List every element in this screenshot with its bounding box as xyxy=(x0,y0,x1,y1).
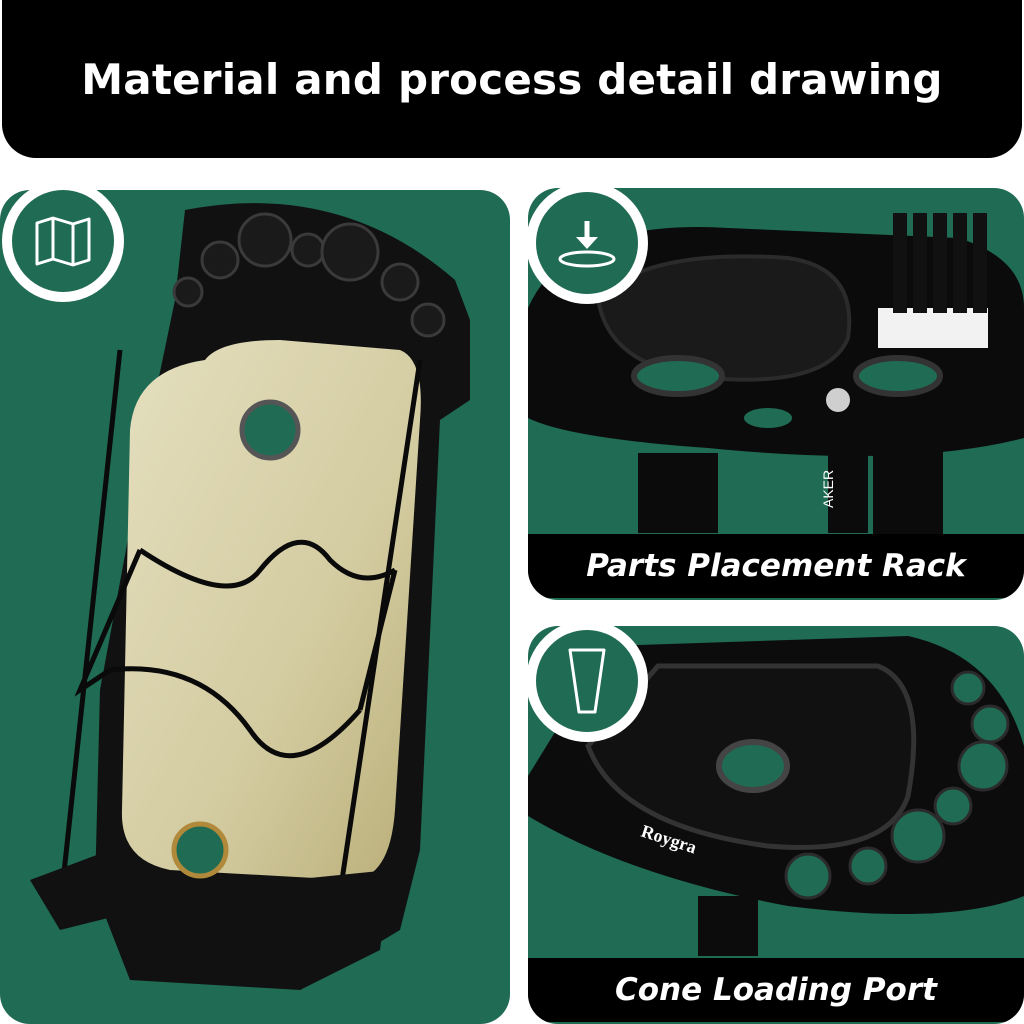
cone-icon-badge xyxy=(528,626,648,742)
title-banner: Material and process detail drawing xyxy=(2,0,1022,158)
rack-partial-label: AKER xyxy=(820,470,836,508)
rack-caption: Parts Placement Rack xyxy=(586,548,966,584)
page-title: Material and process detail drawing xyxy=(81,54,943,104)
cone-caption-bar: Cone Loading Port xyxy=(528,958,1024,1022)
cone-cup-icon xyxy=(568,648,606,714)
rack-icon-badge xyxy=(528,188,648,304)
cone-caption: Cone Loading Port xyxy=(615,972,937,1008)
left-icon-badge xyxy=(2,190,124,302)
parts-rack-illustration: AKER xyxy=(528,213,1024,538)
rack-caption-bar: Parts Placement Rack xyxy=(528,534,1024,598)
left-detail-panel xyxy=(0,190,510,1024)
cone-holder-stand-illustration xyxy=(30,203,470,991)
cone-port-illustration: Roygra xyxy=(528,636,1024,956)
cone-port-panel: Roygra Cone Loading Port xyxy=(528,626,1024,1024)
folded-map-icon xyxy=(35,216,91,267)
download-arrow-icon xyxy=(558,221,616,268)
parts-rack-panel: AKER Parts Placement Rack xyxy=(528,188,1024,600)
